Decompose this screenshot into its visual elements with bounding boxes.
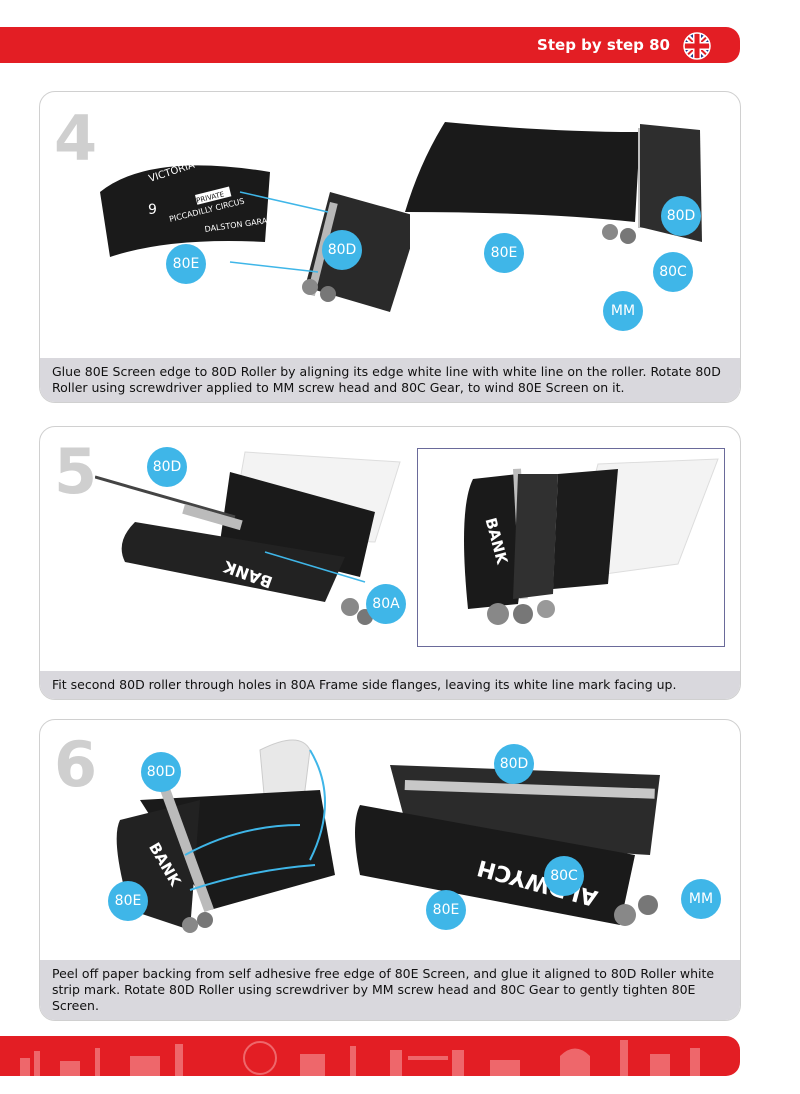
part-label-80e: 80E bbox=[108, 881, 148, 921]
step-caption: Peel off paper backing from self adhesiv… bbox=[40, 960, 740, 1020]
part-label-mm: MM bbox=[603, 291, 643, 331]
step-5-illustration-left: BANK bbox=[95, 451, 401, 625]
header-bar: Step by step 80 bbox=[0, 27, 740, 63]
footer-bar bbox=[0, 1036, 740, 1076]
part-label-80c: 80C bbox=[544, 856, 584, 896]
part-label-80e-right: 80E bbox=[426, 890, 466, 930]
page-title: Step by step 80 bbox=[537, 36, 670, 54]
step-number: 4 bbox=[54, 102, 98, 175]
part-label-mm: MM bbox=[681, 879, 721, 919]
part-label-80c: 80C bbox=[653, 252, 693, 292]
part-label-80d: 80D bbox=[322, 230, 362, 270]
london-skyline-decoration bbox=[20, 1040, 700, 1076]
step-6-panel: 6 BANK 80D 80E ALDWYCH 80D 80C 80E MM Pe… bbox=[39, 719, 741, 1021]
uk-flag-icon bbox=[683, 32, 711, 60]
step-5-illustration-inset: BANK bbox=[464, 458, 719, 625]
step-5-inset-image: BANK bbox=[417, 448, 725, 647]
part-label-80e: 80E bbox=[166, 244, 206, 284]
step-number: 5 bbox=[54, 435, 98, 508]
part-label-80d: 80D bbox=[141, 752, 181, 792]
part-label-80d: 80D bbox=[147, 447, 187, 487]
screen-text-nine: 9 bbox=[148, 202, 157, 218]
part-label-80e-right: 80E bbox=[484, 233, 524, 273]
step-caption: Fit second 80D roller through holes in 8… bbox=[40, 671, 740, 699]
part-label-80a: 80A bbox=[366, 584, 406, 624]
step-caption: Glue 80E Screen edge to 80D Roller by al… bbox=[40, 358, 740, 402]
part-label-80d-right: 80D bbox=[494, 744, 534, 784]
step-5-panel: 5 BANK 80D 80A BANK Fit second 80D rolle… bbox=[39, 426, 741, 700]
step-4-illustration-left: VICTORIA 9 PICCADILLY CIRCUS PRIVATE DAL… bbox=[100, 160, 410, 312]
part-label-80d-right: 80D bbox=[661, 196, 701, 236]
step-4-panel: 4 VICTORIA 9 PICCADILLY CIRCUS PRIVATE D… bbox=[39, 91, 741, 403]
step-number: 6 bbox=[54, 728, 98, 801]
